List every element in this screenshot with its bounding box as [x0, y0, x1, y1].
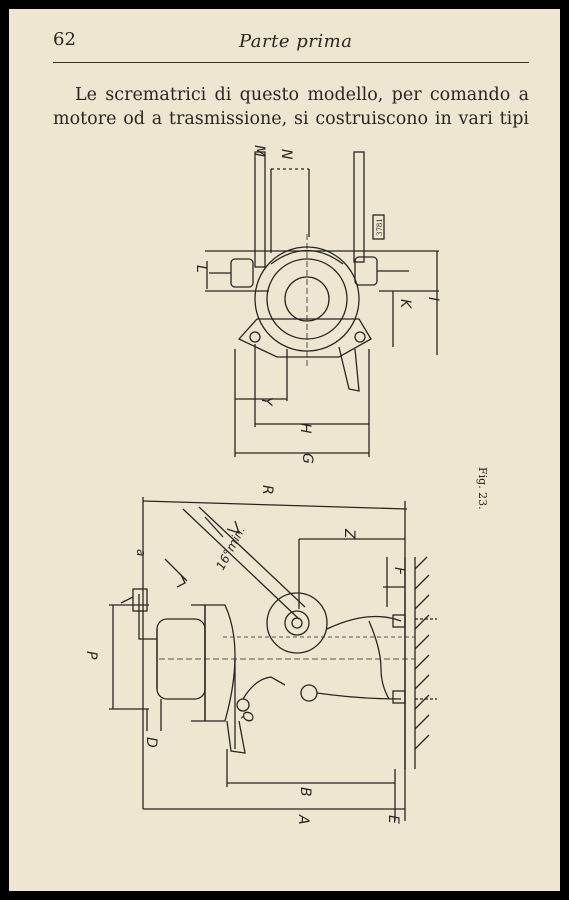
side-label-z: Z	[341, 528, 357, 539]
running-title: Parte prima	[239, 31, 353, 52]
side-label-a: A	[295, 814, 311, 825]
side-label-f: F	[391, 567, 407, 576]
side-label-d: D	[143, 737, 159, 748]
side-label-p: P	[83, 651, 99, 660]
top-label-i: I	[425, 297, 441, 301]
body-line-2: motore od a trasmissione, si costruiscon…	[53, 109, 529, 129]
top-view-drawing	[205, 151, 439, 457]
header-rule	[53, 62, 529, 63]
side-view-drawing	[109, 497, 437, 821]
side-label-q: Q	[239, 711, 255, 722]
figure-caption: Fig. 23.	[476, 467, 489, 510]
side-label-r: R	[259, 485, 275, 495]
side-label-b: B	[297, 787, 313, 797]
side-label-e: E	[385, 815, 401, 824]
body-line-1: Le scrematrici di questo modello, per co…	[75, 85, 529, 105]
top-label-g: G	[299, 453, 315, 464]
top-label-h: H	[297, 423, 313, 434]
book-page: 62 Parte prima Le scrematrici di questo …	[9, 9, 560, 891]
body-paragraph: Le scrematrici di questo modello, per co…	[53, 83, 529, 131]
side-label-a-lower: a	[134, 549, 148, 556]
figure-23-drawing: 3781 M N L K I Y H G R Z F P Q D B A E a…	[83, 145, 489, 825]
top-label-l: L	[193, 265, 209, 273]
figure-stamp: 3781	[376, 218, 384, 236]
page-number: 62	[53, 29, 76, 50]
top-label-k: K	[397, 299, 413, 310]
top-label-y: Y	[258, 397, 274, 407]
top-label-m: M	[251, 145, 267, 157]
top-label-n: N	[278, 149, 294, 160]
